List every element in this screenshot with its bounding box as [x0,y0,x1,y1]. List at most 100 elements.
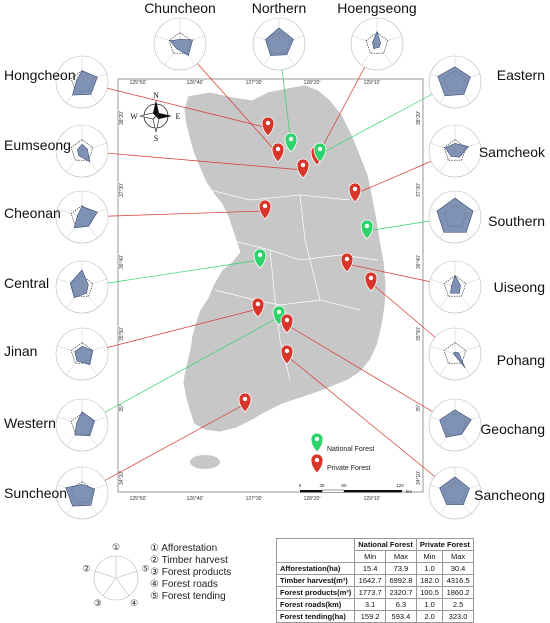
connector-central [81,259,261,288]
table-cell: 100.5 [415,586,444,599]
longitude-tick-top: 127°30' [246,80,263,86]
key-axis-symbol: ① [112,543,120,553]
pin-suncheon [238,392,252,413]
radar-shape-eumseong [77,143,91,163]
map-land [182,84,387,433]
table-cell: 593.4 [385,610,417,623]
radar-axis-legend: ① Afforestation ② Timber harvest ③ Fores… [150,543,270,603]
table-cell: 159.2 [354,610,387,623]
radar-label-sancheong: Sancheong [474,487,545,503]
table-row-label: Afforestation(ha) [275,562,356,575]
table-row: Afforestation(ha) 15.4 73.9 1.0 30.4 [275,562,474,575]
table-row-label: Forest roads(km) [275,598,356,611]
radar-label-eumseong: Eumseong [4,137,71,153]
axis-legend-4: ④ Forest roads [150,579,218,590]
connector-cheonan [81,210,266,218]
radar-southern: Southern [428,190,545,244]
table-cell: 1773.7 [354,586,387,599]
radar-shape-eastern [437,66,471,97]
scale-unit: km [406,489,412,494]
latitude-tick-right: 36°40' [416,255,422,269]
latitude-tick-right: 35° [416,404,422,412]
radar-label-eastern: Eastern [497,67,545,83]
radar-label-hongcheon: Hongcheon [4,67,76,83]
longitude-tick-top: 125°50' [130,80,147,86]
longitude-tick-top: 128°20' [304,80,321,86]
radar-shape-jinan [74,346,94,366]
radar-western: Western [4,398,109,452]
latitude-tick-left: 35° [119,404,125,412]
radar-label-uiseong: Uiseong [494,279,545,295]
summary-table: National Forest Private Forest Min Max M… [275,538,474,623]
map-island [190,455,220,469]
table-cell: 6992.8 [385,574,417,587]
radar-shape-hoengseong [372,30,381,49]
radar-pohang: Pohang [428,327,545,381]
radar-chuncheon: Chuncheon [144,0,216,71]
latitude-tick-left: 36°40' [119,255,125,269]
table-row: Forest products(m³) 1773.7 2320.7 100.5 … [275,586,474,599]
radar-geochang: Geochang [428,398,545,452]
table-group-private: Private Forest [415,538,474,551]
key-spoke [102,577,117,596]
table-row: Timber harvest(m³) 1642.7 6992.8 182.0 4… [275,574,474,587]
radar-shape-southern [436,197,474,233]
table-row-label: Forest tending(ha) [275,610,356,623]
longitude-tick-bottom: 126°40' [187,496,204,502]
table-subheader: Max [442,550,474,563]
longitude-labels: 125°50'125°50'126°40'126°40'127°30'127°3… [130,80,381,502]
key-axis-symbol: ② [82,564,90,574]
radar-uiseong: Uiseong [428,260,545,314]
scale-bar: 0 30 60 120 km [299,483,413,494]
radar-shape-central [69,269,89,299]
key-axis-symbol: ⑤ [141,564,149,574]
table-corner [275,538,356,563]
scale-tick-30: 30 [319,483,325,488]
radar-eastern: Eastern [428,55,545,109]
radar-label-cheonan: Cheonan [4,205,61,221]
key-axis-symbol: ③ [94,599,102,609]
latitude-tick-right: 35°50' [416,327,422,341]
table-subheader: Min [415,550,444,563]
map-pins [238,116,378,413]
table-cell: 2320.7 [385,586,417,599]
radar-label-geochang: Geochang [480,421,545,437]
legend-national-label: National Forest [327,446,375,453]
radar-shape-uiseong [450,274,461,294]
pin-chuncheon [271,142,285,163]
radar-label-central: Central [4,275,49,291]
table-cell: 3.1 [354,598,387,611]
radar-key: ① ② ③ ④ ⑤ [82,543,149,609]
latitude-tick-left: 37°30' [119,183,125,197]
radar-label-chuncheon: Chuncheon [144,0,216,16]
compass-w: W [130,112,138,121]
connector-jinan [81,308,259,355]
radar-shape-western [74,411,96,437]
table-cell: 30.4 [442,562,474,575]
radar-northern: Northern [252,0,306,71]
radar-shape-northern [265,27,294,56]
pin-eastern [313,142,327,163]
radar-shape-sancheong [439,476,470,505]
latitude-tick-right: 38°20' [416,111,422,125]
compass-n: N [153,91,159,100]
radar-label-suncheon: Suncheon [4,485,67,501]
pin-pohang [364,271,378,292]
table-cell: 1860.2 [442,586,474,599]
latitude-tick-right: 37°30' [416,183,422,197]
radar-jinan: Jinan [4,327,109,381]
pin-eumseong [296,158,310,179]
table-row-label: Forest products(m³) [275,586,356,599]
longitude-tick-bottom: 129°10' [364,496,381,502]
connector-geochang [286,324,456,426]
key-axis-symbol: ④ [130,599,138,609]
pin-southern [360,219,374,240]
scale-tick-60: 60 [341,483,347,488]
axis-legend-5: ⑤ Forest tending [150,591,226,602]
radar-label-western: Western [4,415,56,431]
table-row: Forest roads(km) 3.1 6.3 1.0 2.5 [275,598,474,611]
table-subheader: Max [385,550,417,563]
longitude-tick-bottom: 127°30' [246,496,263,502]
